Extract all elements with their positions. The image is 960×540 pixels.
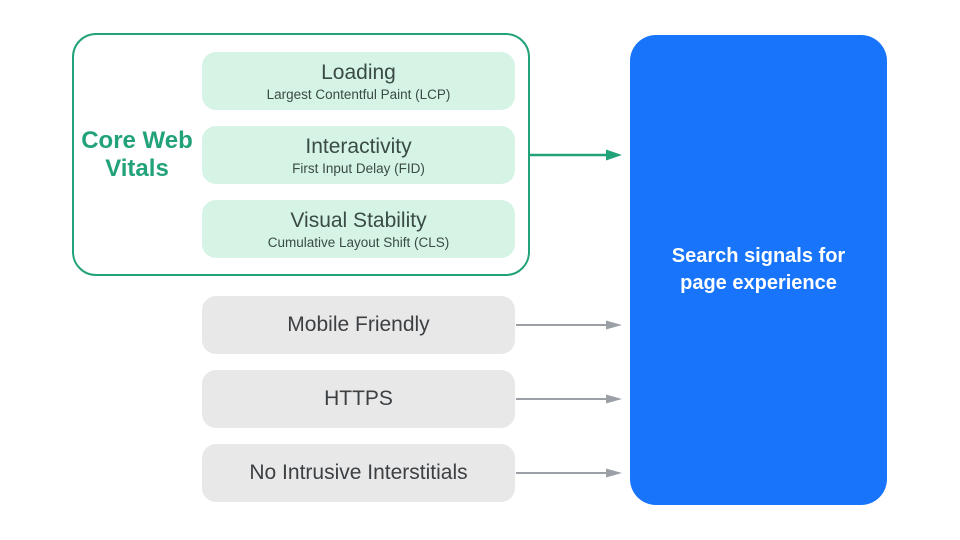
signal-no-intrusive-interstitials: No Intrusive Interstitials <box>202 444 515 502</box>
metric-loading-title: Loading <box>321 60 396 84</box>
metric-visual-stability-title: Visual Stability <box>290 208 427 232</box>
search-signals-label: Search signals for page experience <box>671 245 846 294</box>
metric-loading-subtitle: Largest Contentful Paint (LCP) <box>266 86 451 102</box>
signal-https: HTTPS <box>202 370 515 428</box>
core-web-vitals-label: Core Web Vitals <box>72 33 202 276</box>
metric-visual-stability: Visual Stability Cumulative Layout Shift… <box>202 200 515 258</box>
metric-interactivity-subtitle: First Input Delay (FID) <box>292 160 425 176</box>
metric-loading: Loading Largest Contentful Paint (LCP) <box>202 52 515 110</box>
metric-interactivity: Interactivity First Input Delay (FID) <box>202 126 515 184</box>
arrow-no-intrusive-interstitials-icon <box>516 468 622 478</box>
signal-https-label: HTTPS <box>324 387 393 410</box>
core-web-vitals-label-text: Core Web Vitals <box>81 126 193 182</box>
metric-visual-stability-subtitle: Cumulative Layout Shift (CLS) <box>267 234 450 250</box>
signal-mobile-friendly-label: Mobile Friendly <box>287 313 430 336</box>
metric-interactivity-title: Interactivity <box>305 134 412 158</box>
signal-no-intrusive-interstitials-label: No Intrusive Interstitials <box>249 461 468 484</box>
arrow-https-icon <box>516 394 622 404</box>
arrow-core-web-vitals-icon <box>529 149 622 161</box>
signal-mobile-friendly: Mobile Friendly <box>202 296 515 354</box>
search-signals-box: Search signals for page experience <box>630 35 887 505</box>
arrow-mobile-friendly-icon <box>516 320 622 330</box>
